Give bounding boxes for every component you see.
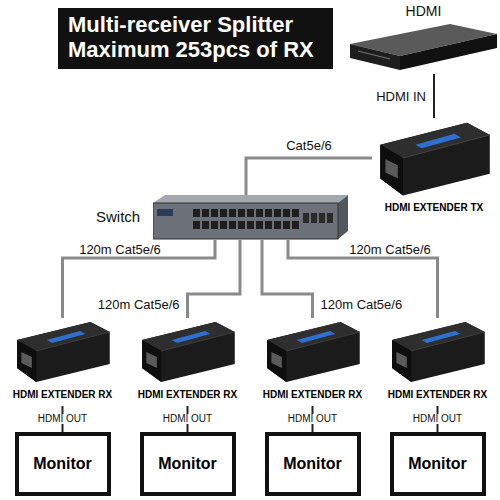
network-cable xyxy=(246,158,372,195)
cable-label: 120m Cat5e/6 xyxy=(77,243,163,256)
network-cable xyxy=(63,240,216,318)
text-holder: Monitor xyxy=(33,455,92,473)
extender-device xyxy=(135,318,240,384)
device-label: HDMI EXTENDER RX xyxy=(253,389,372,400)
cable-label: HDMI OUT xyxy=(411,414,464,424)
title-banner: Multi-receiver Splitter Maximum 253pcs o… xyxy=(58,8,333,69)
device-label: HDMI EXTENDER RX xyxy=(128,389,247,400)
text-holder: HDMI xyxy=(350,4,497,19)
transmitter-box: HDMI EXTENDER TX xyxy=(372,118,496,218)
source-device: HDMI xyxy=(350,4,497,74)
text-holder: Monitor xyxy=(283,455,342,473)
cable-label: Cat5e/6 xyxy=(284,139,334,152)
device-label: HDMI EXTENDER RX xyxy=(3,389,122,400)
receiver-box: HDMI EXTENDER RX xyxy=(378,318,497,406)
text-holder: HDMI EXTENDER RX xyxy=(378,389,497,400)
text-holder: Monitor xyxy=(158,455,217,473)
network-cable xyxy=(188,240,241,318)
monitor-label: Monitor xyxy=(283,455,342,473)
cable-label: HDMI OUT xyxy=(286,414,339,424)
monitor-box: Monitor xyxy=(265,432,361,496)
monitor-label: Monitor xyxy=(158,455,217,473)
hdmi-cable xyxy=(433,74,435,118)
network-cable xyxy=(288,240,438,318)
cable-label: 120m Cat5e/6 xyxy=(347,243,433,256)
hdmi-source-player xyxy=(350,24,497,74)
network-switch xyxy=(153,195,348,240)
extender-device xyxy=(372,118,496,198)
monitor-label: Monitor xyxy=(33,455,92,473)
device-label: Switch xyxy=(96,209,140,226)
text-holder: HDMI EXTENDER RX xyxy=(128,389,247,400)
text-holder: HDMI EXTENDER TX xyxy=(372,202,496,213)
extender-device xyxy=(10,318,115,384)
text-holder: HDMI EXTENDER RX xyxy=(3,389,122,400)
receiver-box: HDMI EXTENDER RX xyxy=(128,318,247,406)
receiver-box: HDMI EXTENDER RX xyxy=(253,318,372,406)
monitor-box: Monitor xyxy=(390,432,486,496)
device-label: HDMI xyxy=(350,4,497,19)
extender-device xyxy=(260,318,365,384)
extender-device xyxy=(385,318,490,384)
cable-label: HDMI OUT xyxy=(161,414,214,424)
monitor-box: Monitor xyxy=(15,432,111,496)
monitor-label: Monitor xyxy=(408,455,467,473)
device-label: HDMI EXTENDER RX xyxy=(378,389,497,400)
cable-label: HDMI OUT xyxy=(36,414,89,424)
device-label: HDMI EXTENDER TX xyxy=(372,202,496,213)
cable-label: 120m Cat5e/6 xyxy=(319,298,405,311)
cable-label: HDMI IN xyxy=(374,90,428,103)
receiver-box: HDMI EXTENDER RX xyxy=(3,318,122,406)
switch-box: Switch xyxy=(96,195,348,240)
text-holder: Monitor xyxy=(408,455,467,473)
cable-label: 120m Cat5e/6 xyxy=(96,298,182,311)
text-holder: Switch xyxy=(96,209,140,226)
monitor-box: Monitor xyxy=(140,432,236,496)
text-holder: HDMI EXTENDER RX xyxy=(253,389,372,400)
